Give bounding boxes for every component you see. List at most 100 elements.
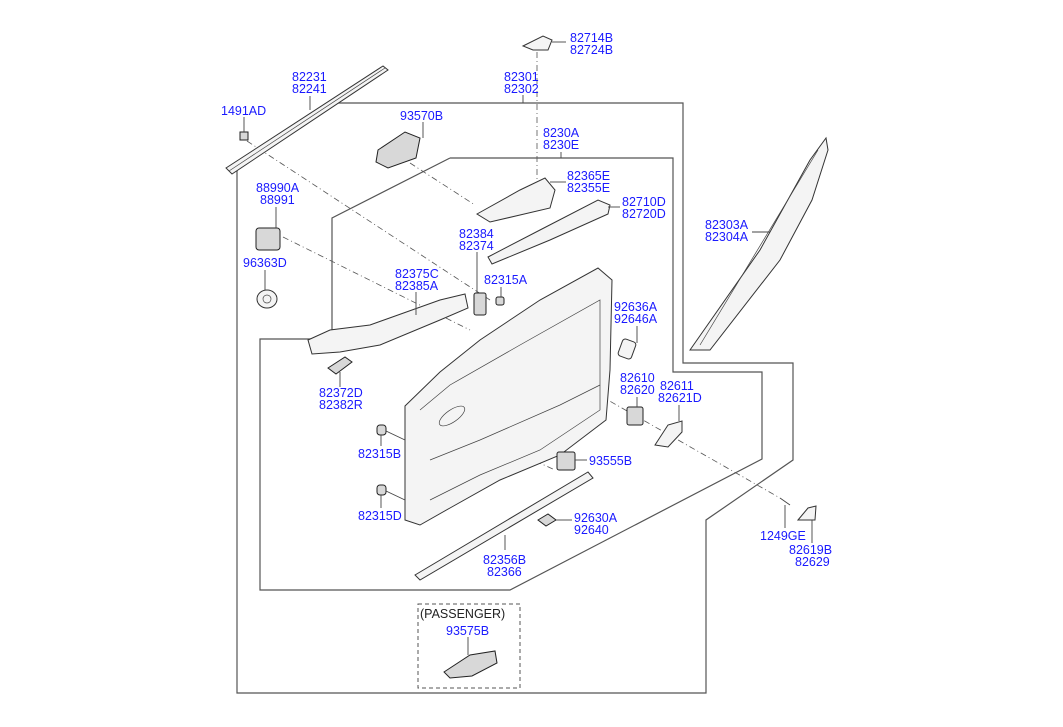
tweeter-center — [262, 294, 272, 304]
label-96363D[interactable]: 96363D — [243, 256, 287, 270]
alignment-line-93570B — [409, 162, 476, 206]
label-text: 82385A — [395, 279, 439, 293]
label-text: 82241 — [292, 82, 327, 96]
door-panel-pocket — [429, 384, 601, 461]
label-93570B[interactable]: 93570B — [400, 109, 443, 123]
part-1491AD-clip — [239, 131, 249, 141]
part-93555B-switch — [556, 451, 576, 471]
label-text: 82315A — [484, 273, 528, 287]
label-text: 82303A — [705, 218, 749, 232]
outer-assembly-frame — [236, 102, 794, 694]
label-text: 8230A — [543, 126, 580, 140]
label-82356B[interactable]: 82356B 82366 — [483, 553, 526, 579]
label-82365E[interactable]: 82365E 82355E — [567, 169, 610, 195]
label-text: 82372D — [319, 386, 363, 400]
label-text: 82302 — [504, 82, 539, 96]
part-82365E-bezel — [476, 177, 556, 223]
inner-assembly-frame — [259, 157, 763, 591]
label-text: 92646A — [614, 312, 658, 326]
label-82315B[interactable]: 82315B — [358, 447, 401, 461]
part-82710D-armrest — [487, 199, 611, 265]
label-82315A[interactable]: 82315A — [484, 273, 528, 287]
label-82384[interactable]: 82384 82374 — [459, 227, 494, 253]
label-88990A[interactable]: 88990A 88991 — [256, 181, 300, 207]
label-text: 93570B — [400, 109, 443, 123]
passenger-dashed-frame — [417, 603, 521, 689]
garnish-detail — [699, 149, 819, 346]
part-93570B-switch — [375, 131, 421, 169]
label-text: 82365E — [567, 169, 610, 183]
label-92630A[interactable]: 92630A 92640 — [574, 511, 618, 537]
door-panel-inner-contour — [419, 299, 601, 501]
label-text: 8230E — [543, 138, 579, 152]
part-82315D-clip — [376, 484, 387, 496]
label-93575B[interactable]: 93575B — [446, 624, 489, 638]
part-93575B-switch — [443, 650, 498, 679]
door-trim-panel — [404, 267, 613, 526]
label-82301[interactable]: 82301 82302 — [504, 70, 539, 96]
label-text: 93575B — [446, 624, 489, 638]
label-text: 82714B — [570, 31, 613, 45]
label-text: 82315D — [358, 509, 402, 523]
label-93555B[interactable]: 93555B — [589, 454, 632, 468]
label-text: 82629 — [795, 555, 830, 569]
part-82303A-garnish — [689, 136, 829, 351]
label-82315D[interactable]: 82315D — [358, 509, 402, 523]
label-82619B[interactable]: 82619B 82629 — [789, 543, 832, 569]
leader-82315B-panel — [385, 430, 406, 441]
label-text: 88991 — [260, 193, 295, 207]
part-82315A-clip — [495, 296, 505, 306]
part-92630A-lamp — [537, 513, 557, 527]
label-text: 1249GE — [760, 529, 806, 543]
label-text: 82710D — [622, 195, 666, 209]
label-text: 82374 — [459, 239, 494, 253]
alignment-line-1491AD — [246, 140, 491, 301]
leader-82315D-panel — [385, 490, 406, 501]
label-text: 88990A — [256, 181, 300, 195]
part-1249GE-screw — [779, 497, 791, 506]
part-96363D-tweeter — [256, 289, 278, 309]
label-text: 82382R — [319, 398, 363, 412]
label-82710D[interactable]: 82710D 82720D — [622, 195, 666, 221]
part-82375C-pull-handle — [307, 293, 469, 355]
label-text: 82231 — [292, 70, 327, 84]
label-text: 93555B — [589, 454, 632, 468]
part-82356B-lower-strip — [414, 471, 594, 581]
label-82303A[interactable]: 82303A 82304A — [705, 218, 749, 244]
label-text: 92636A — [614, 300, 658, 314]
label-text: 1491AD — [221, 104, 266, 118]
label-82231[interactable]: 82231 82241 — [292, 70, 327, 96]
label-text: 92630A — [574, 511, 618, 525]
label-text: 96363D — [243, 256, 287, 270]
label-text: 82356B — [483, 553, 526, 567]
part-82610-inside-handle — [626, 406, 644, 426]
label-text: 82366 — [487, 565, 522, 579]
label-text: 82621D — [658, 391, 702, 405]
label-text: 82724B — [570, 43, 613, 57]
belt-strip-detail — [228, 67, 386, 172]
passenger-title: (PASSENGER) — [420, 607, 505, 621]
part-88990A-speaker — [255, 227, 281, 251]
label-1491AD[interactable]: 1491AD — [221, 104, 266, 118]
label-82610[interactable]: 82610 82620 — [620, 371, 655, 397]
label-8230A[interactable]: 8230A 8230E — [543, 126, 580, 152]
label-92636A[interactable]: 92636A 92646A — [614, 300, 658, 326]
part-82619B-cap — [796, 505, 817, 521]
alignment-line-handle — [519, 349, 781, 499]
label-82372D[interactable]: 82372D 82382R — [319, 386, 363, 412]
label-text: 82610 — [620, 371, 655, 385]
part-82372D-cup — [327, 356, 353, 375]
part-82315B-clip — [376, 424, 387, 436]
label-1249GE[interactable]: 1249GE — [760, 529, 806, 543]
label-text: 82720D — [622, 207, 666, 221]
label-text: 92640 — [574, 523, 609, 537]
door-panel-grille — [438, 405, 466, 427]
label-text: 82301 — [504, 70, 539, 84]
part-82611-handle-cover — [654, 420, 683, 448]
label-text: 82620 — [620, 383, 655, 397]
label-82714B[interactable]: 82714B 82724B — [570, 31, 613, 57]
part-82384-switch — [473, 292, 487, 316]
label-text: 82304A — [705, 230, 749, 244]
label-82375C[interactable]: 82375C 82385A — [395, 267, 439, 293]
label-82611[interactable]: 82611 82621D — [658, 379, 702, 405]
